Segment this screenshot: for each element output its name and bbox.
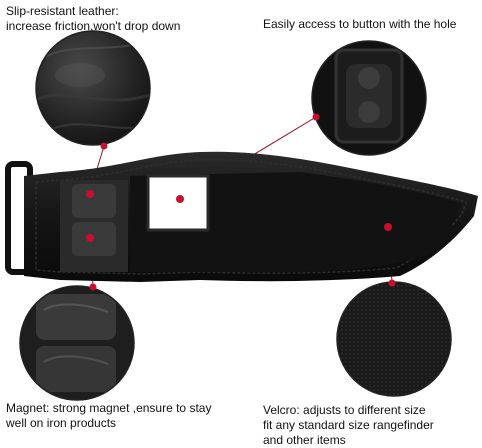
caption-leather-line2: increase friction,won't drop down [6,19,181,33]
zoom-velcro [336,279,452,397]
caption-magnet-line2: well on iron products [6,416,117,430]
strap-body [24,151,478,282]
caption-velcro: Velcro: adjusts to different size fit an… [263,403,434,448]
caption-magnet: Magnet: strong magnet ,ensure to stay we… [6,401,211,431]
caption-velcro-line2: fit any standard size rangefinder [263,418,434,432]
caption-velcro-line1: Velcro: adjusts to different size [263,403,426,417]
caption-magnet-line1: Magnet: strong magnet ,ensure to stay [6,401,212,415]
strap-markers [86,190,392,242]
zoom-button-hole [311,40,427,156]
caption-leather: Slip-resistant leather: increase frictio… [6,4,180,34]
caption-button-hole: Easily access to button with the hole [263,17,456,32]
zoom-magnet [19,283,135,401]
caption-button-hole-line1: Easily access to button with the hole [263,17,457,31]
caption-velcro-line3: and other items [263,433,346,447]
zoom-leather [35,30,151,150]
caption-leather-line1: Slip-resistant leather: [6,4,119,18]
